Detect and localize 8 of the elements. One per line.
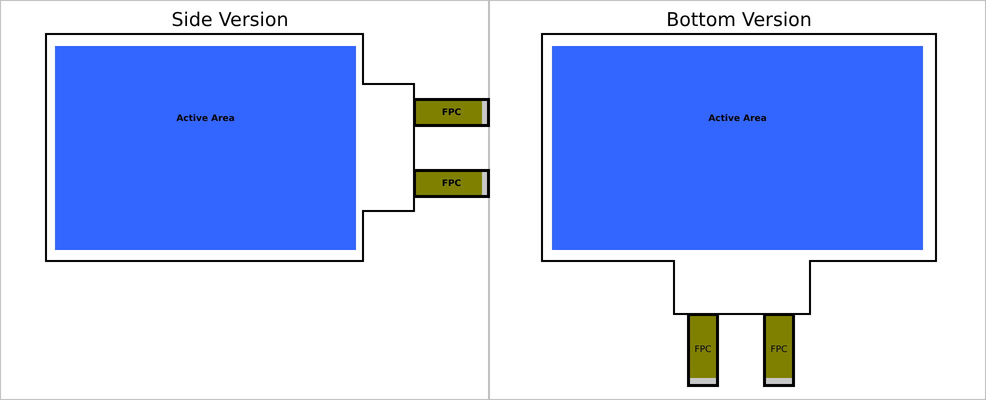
panel-heading: Side Version bbox=[170, 8, 290, 32]
active-area: Active Area bbox=[55, 46, 356, 250]
fpc-connector: FPC bbox=[413, 98, 490, 127]
panel-heading: Bottom Version bbox=[665, 8, 813, 32]
active-area: Active Area bbox=[552, 46, 923, 250]
fpc-connector: FPC bbox=[687, 313, 719, 387]
fpc-connector: FPC bbox=[763, 313, 795, 387]
fpc-connector: FPC bbox=[413, 169, 490, 198]
